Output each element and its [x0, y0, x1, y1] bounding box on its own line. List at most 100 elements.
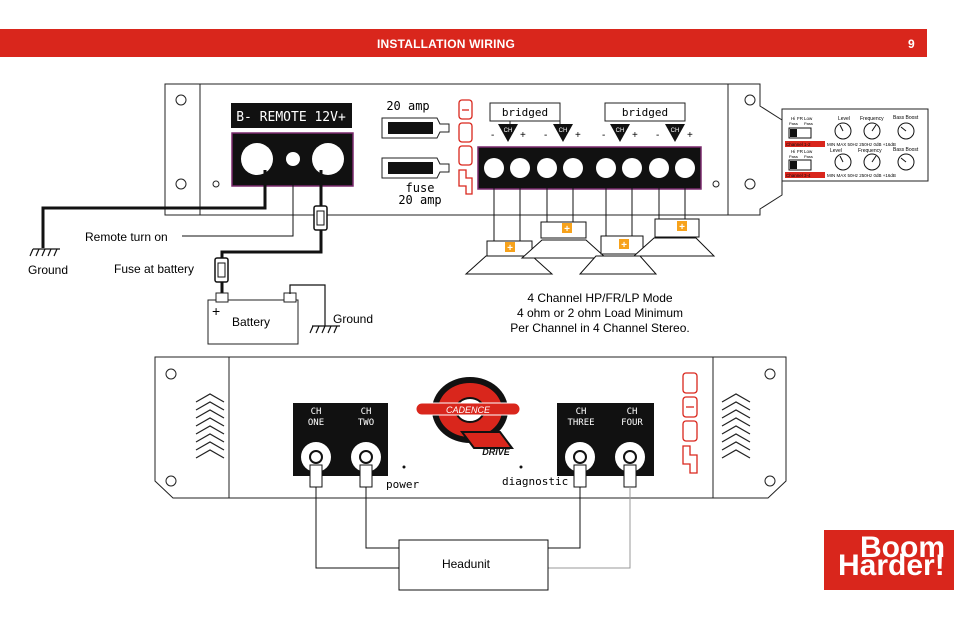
remote-terminal [286, 152, 300, 166]
svg-text:+: + [632, 130, 638, 141]
page-title: INSTALLATION WIRING [377, 37, 516, 51]
rca-jack-4 [615, 442, 645, 488]
svg-text:Level: Level [838, 116, 850, 122]
power-indicator-label: power [386, 478, 419, 491]
svg-text:+: + [212, 303, 220, 319]
svg-text:FOUR: FOUR [621, 418, 643, 428]
bridged-left: bridged CH CH - + - + [489, 102, 581, 142]
svg-text:Frequency: Frequency [858, 148, 882, 154]
diagnostic-indicator-label: diagnostic [502, 475, 568, 488]
headunit-label: Headunit [442, 557, 491, 571]
svg-text:+: + [621, 240, 627, 251]
svg-text:DRIVE: DRIVE [482, 447, 511, 457]
svg-text:Bass Boost: Bass Boost [893, 115, 919, 121]
svg-text:-: - [602, 130, 605, 141]
power-terminal [312, 143, 344, 175]
page-number: 9 [908, 37, 915, 51]
svg-text:CH: CH [627, 407, 638, 417]
svg-text:+: + [679, 222, 685, 233]
bridged-right: bridged CH CH - + - + [602, 102, 693, 142]
svg-text:-: - [544, 130, 547, 141]
control-row-1: Hi FR Low Pass Pass Level Frequency Bass… [785, 115, 919, 147]
svg-text:Bass Boost: Bass Boost [893, 147, 919, 153]
svg-text:TWO: TWO [358, 418, 374, 428]
ground-symbol-left [29, 248, 60, 257]
rca-jack-2 [351, 442, 381, 488]
speaker-2: + [520, 221, 608, 259]
battery-label: Battery [232, 315, 270, 329]
svg-text:Low: Low [804, 116, 813, 121]
fuse-label: fuse [406, 181, 435, 195]
model-digits-top [458, 99, 473, 195]
svg-text:Hi: Hi [791, 149, 795, 154]
terminal-label: B- REMOTE 12V+ [236, 110, 346, 125]
svg-text:THREE: THREE [567, 418, 594, 428]
svg-text:CH: CH [311, 407, 322, 417]
svg-text:Pass: Pass [789, 121, 798, 126]
description-line-3: Per Channel in 4 Channel Stereo. [510, 321, 689, 335]
svg-text:MIN MAX 50Hz 250Hz 0dB +16dB: MIN MAX 50Hz 250Hz 0dB +16dB [827, 173, 896, 178]
svg-text:CADENCE: CADENCE [446, 405, 491, 415]
speaker-1: + [464, 240, 554, 275]
model-digits-bottom [682, 372, 698, 474]
svg-text:CH: CH [504, 128, 513, 134]
svg-text:Channel 1-2: Channel 1-2 [786, 142, 811, 147]
svg-text:Hi: Hi [791, 116, 795, 121]
boom-harder-logo [824, 530, 954, 590]
speaker-terminals [484, 158, 695, 178]
fuse-at-battery-label: Fuse at battery [114, 262, 194, 276]
svg-text:bridged: bridged [502, 106, 548, 119]
svg-text:MIN MAX 50Hz 250Hz 0dB +16dB: MIN MAX 50Hz 250Hz 0dB +16dB [827, 142, 896, 147]
svg-text:CH: CH [559, 128, 568, 134]
svg-text:Frequency: Frequency [860, 116, 884, 122]
svg-text:+: + [520, 130, 526, 141]
power-wiring: + [29, 168, 340, 345]
headunit-wiring [315, 487, 631, 569]
svg-text:CH: CH [361, 407, 372, 417]
ground-label-left: Ground [28, 263, 68, 277]
vent-left [195, 393, 225, 459]
headunit [398, 539, 549, 591]
control-panel: Hi FR Low Pass Pass Level Frequency Bass… [781, 108, 929, 182]
logo-line-1: Boom [860, 531, 945, 564]
q-drive-logo: CADENCE DRIVE [415, 377, 521, 457]
svg-text:+: + [687, 130, 693, 141]
logo-line-2: Harder! [838, 549, 945, 582]
terminal-label-plate [231, 103, 352, 128]
svg-text:CH: CH [616, 128, 625, 134]
top-amplifier: B- REMOTE 12V+ 20 amp fuse 20 amp bridge… [164, 83, 783, 216]
speaker-wiring [493, 178, 686, 248]
svg-text:FR: FR [797, 116, 804, 121]
ground-symbol-right [309, 325, 340, 334]
speaker-4: + [632, 218, 716, 257]
remote-turn-on-label: Remote turn on [85, 230, 168, 244]
vent-right [721, 393, 751, 459]
ground-label-right: Ground [333, 312, 373, 326]
battery: + [207, 292, 299, 345]
svg-text:+: + [507, 243, 513, 254]
speakers: + + + + [464, 218, 716, 275]
fuse-rating-top: 20 amp [386, 99, 429, 113]
svg-text:CH: CH [671, 128, 680, 134]
svg-text:bridged: bridged [622, 106, 668, 119]
svg-text:-: - [656, 130, 659, 141]
description-line-2: 4 ohm or 2 ohm Load Minimum [517, 306, 683, 320]
header-bar [0, 29, 927, 57]
svg-text:FR: FR [797, 149, 804, 154]
ground-terminal [241, 143, 273, 175]
svg-text:-: - [491, 130, 494, 141]
svg-text:+: + [564, 224, 570, 235]
control-row-2: Hi FR Low Pass Pass Level Frequency Bass… [785, 147, 919, 178]
fuse-rating-bottom: 20 amp [398, 193, 441, 207]
svg-text:Pass: Pass [804, 154, 813, 159]
description-line-1: 4 Channel HP/FR/LP Mode [527, 291, 673, 305]
svg-text:ONE: ONE [308, 418, 324, 428]
svg-text:Channel 3-4: Channel 3-4 [786, 173, 811, 178]
svg-text:Pass: Pass [789, 154, 798, 159]
svg-text:Level: Level [830, 148, 842, 154]
bottom-amplifier: CH ONE CH TWO CH THREE CH FOUR p [154, 356, 787, 499]
svg-text:Pass: Pass [804, 121, 813, 126]
svg-text:+: + [575, 130, 581, 141]
speaker-3: + [578, 235, 658, 275]
